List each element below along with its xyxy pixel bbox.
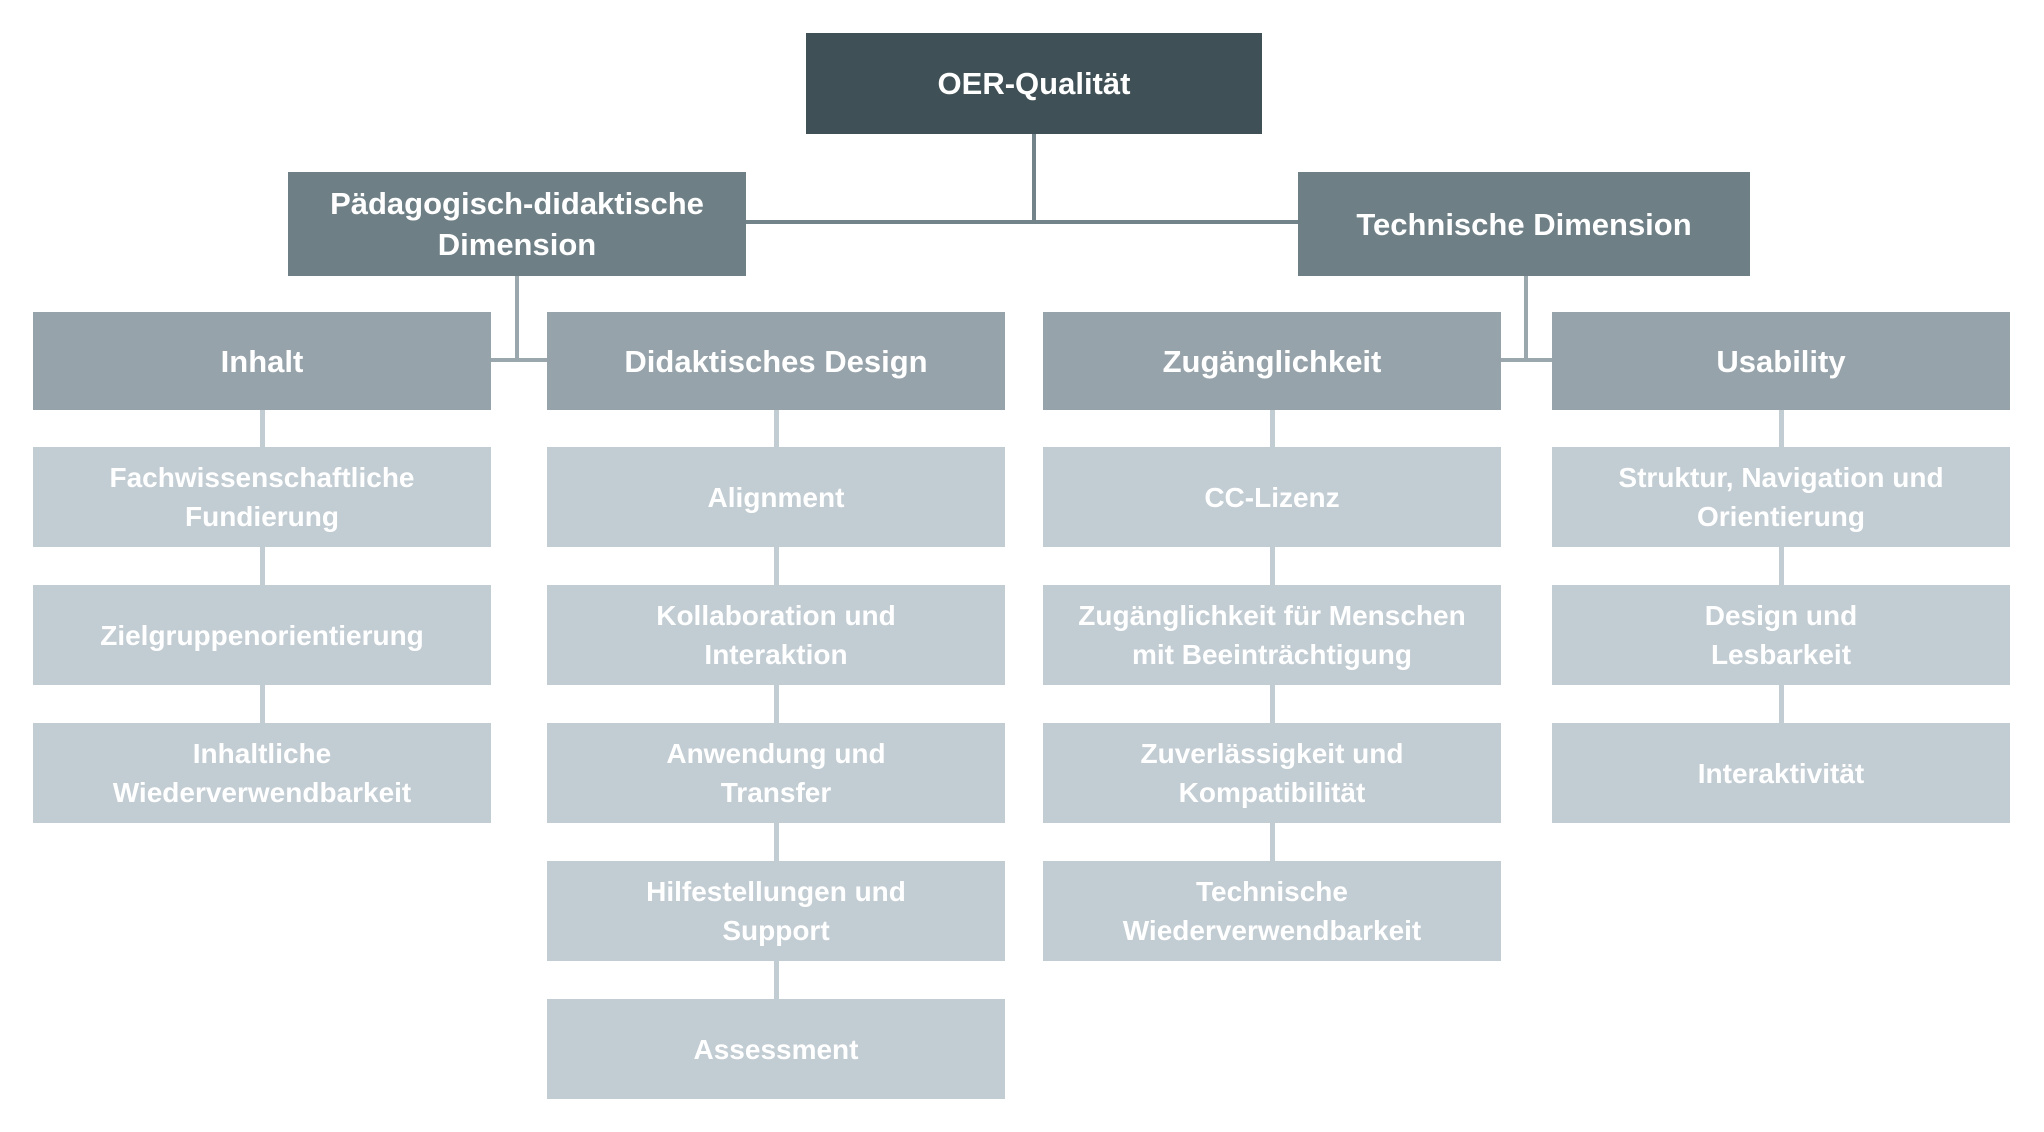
item-node-label: Hilfestellungen und Support (646, 876, 906, 946)
item-node-anwendung-und-transfer: Anwendung und Transfer (547, 723, 1005, 823)
item-node-interaktivitaet: Interaktivität (1552, 723, 2010, 823)
item-node-zugaenglichkeit-fuer-menschen-mit-beeintraechtigung: Zugänglichkeit für Menschen mit Beeinträ… (1043, 585, 1501, 685)
item-node-technische-wiederverwendbarkeit: Technische Wiederverwendbarkeit (1043, 861, 1501, 961)
item-node-hilfestellungen-und-support: Hilfestellungen und Support (547, 861, 1005, 961)
category-node-label: Didaktisches Design (624, 343, 928, 379)
item-node-inhaltliche-wiederverwendbarkeit: Inhaltliche Wiederverwendbarkeit (33, 723, 491, 823)
category-node-inhalt: Inhalt (33, 312, 491, 410)
item-node-design-und-lesbarkeit: Design und Lesbarkeit (1552, 585, 2010, 685)
item-node-label: Anwendung und Transfer (666, 738, 886, 808)
item-node-struktur-navigation-und-orientierung: Struktur, Navigation und Orientierung (1552, 447, 2010, 547)
item-node-label: Zuverlässigkeit und Kompatibilität (1140, 738, 1404, 808)
item-node-assessment: Assessment (547, 999, 1005, 1099)
root-node-label: OER-Qualität (937, 66, 1131, 101)
category-node-didaktisches-design: Didaktisches Design (547, 312, 1005, 410)
item-node-fachwissenschaftliche-fundierung: Fachwissenschaftliche Fundierung (33, 447, 491, 547)
connector-dimensions-horizontal (746, 220, 1298, 224)
connector-zugaenglichkeit-1 (1270, 410, 1275, 447)
item-node-kollaboration-und-interaktion: Kollaboration und Interaktion (547, 585, 1005, 685)
item-node-label: Technische Wiederverwendbarkeit (1122, 876, 1422, 946)
item-node-label: Struktur, Navigation und Orientierung (1618, 462, 1944, 532)
item-node-label: Kollaboration und Interaktion (656, 600, 896, 670)
item-node-alignment: Alignment (547, 447, 1005, 547)
dimension-node-label: Technische Dimension (1356, 206, 1692, 242)
item-node-cc-lizenz: CC-Lizenz (1043, 447, 1501, 547)
item-node-label: Alignment (707, 481, 845, 513)
item-node-label: Inhaltliche Wiederverwendbarkeit (112, 738, 412, 808)
category-node-label: Usability (1716, 343, 1846, 379)
category-node-label: Zugänglichkeit (1162, 343, 1382, 379)
item-node-label: CC-Lizenz (1204, 481, 1340, 513)
connector-zugaenglichkeit-3 (1270, 685, 1275, 723)
connector-usability-1 (1779, 410, 1784, 447)
category-node-label: Inhalt (220, 343, 304, 379)
connector-didaktik-1 (774, 410, 779, 447)
item-node-label: Zielgruppenorientierung (100, 619, 424, 651)
connector-usability-2 (1779, 547, 1784, 585)
connector-technisch-vertical (1524, 276, 1528, 361)
connector-didaktik-3 (774, 685, 779, 723)
dimension-node-technisch: Technische Dimension (1298, 172, 1750, 276)
connector-inhalt-3 (260, 685, 265, 723)
item-node-zuverlaessigkeit-und-kompatibilitaet: Zuverlässigkeit und Kompatibilität (1043, 723, 1501, 823)
root-node-oer-qualitaet: OER-Qualität (806, 33, 1262, 134)
connector-didaktik-4 (774, 823, 779, 861)
item-node-label: Fachwissenschaftliche Fundierung (109, 462, 415, 532)
item-node-label: Interaktivität (1697, 757, 1865, 789)
item-node-zielgruppenorientierung: Zielgruppenorientierung (33, 585, 491, 685)
item-node-label: Zugänglichkeit für Menschen mit Beeinträ… (1078, 600, 1466, 670)
dimension-node-label: Pädagogisch-didaktische Dimension (330, 186, 704, 262)
connector-zugaenglichkeit-4 (1270, 823, 1275, 861)
item-node-label: Design und Lesbarkeit (1704, 600, 1858, 670)
connector-usability-3 (1779, 685, 1784, 723)
item-node-label: Assessment (693, 1033, 859, 1065)
connector-technisch-stub (1501, 358, 1552, 362)
connector-didaktik-5 (774, 961, 779, 999)
connector-root-vertical (1032, 134, 1036, 224)
connector-paedagogisch-vertical (515, 276, 519, 361)
category-node-zugaenglichkeit: Zugänglichkeit (1043, 312, 1501, 410)
dimension-node-paedagogisch-didaktisch: Pädagogisch-didaktische Dimension (288, 172, 746, 276)
category-node-usability: Usability (1552, 312, 2010, 410)
connector-zugaenglichkeit-2 (1270, 547, 1275, 585)
connector-paedagogisch-stub (491, 358, 547, 362)
connector-inhalt-1 (260, 410, 265, 447)
connector-inhalt-2 (260, 547, 265, 585)
connector-didaktik-2 (774, 547, 779, 585)
